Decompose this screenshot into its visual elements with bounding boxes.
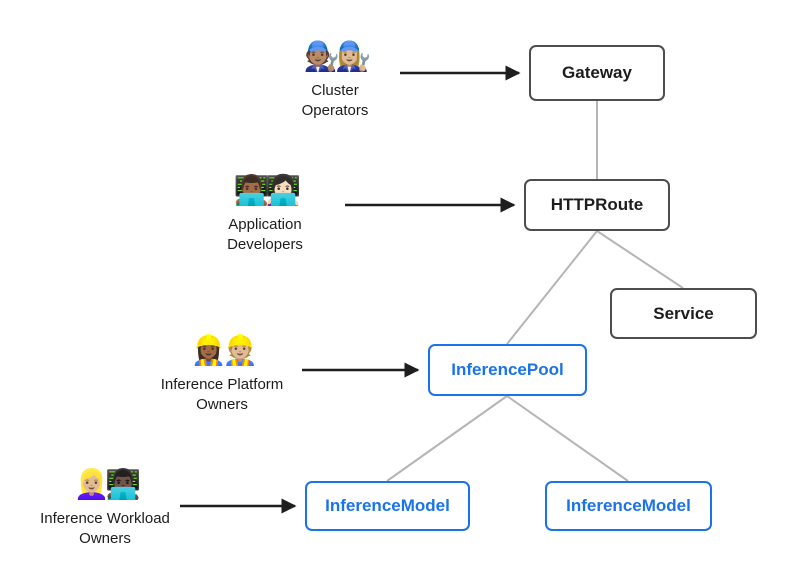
persona-inference-platform-owners: 👷🏾‍♀️👷🏼 Inference Platform Owners [152, 335, 292, 415]
application-developers-icon: 👨🏾‍💻👩🏻‍💻 [233, 175, 301, 207]
inference-workload-owners-icon: 👱🏼‍♀️👨🏿‍💻 [73, 469, 141, 501]
persona-inference-workload-owners-label: Inference Workload Owners [40, 509, 170, 548]
edge-httproute-service [596, 230, 684, 289]
edge-httproute-inferencepool [506, 230, 598, 345]
node-inferencemodel-right: InferenceModel [545, 481, 712, 531]
persona-application-developers: 👨🏾‍💻👩🏻‍💻 Application Developers [195, 175, 335, 255]
edge-inferencepool-inferencemodel-right [506, 395, 629, 482]
node-httproute: HTTPRoute [524, 179, 670, 231]
node-inferencemodel-right-label: InferenceModel [566, 496, 691, 515]
node-gateway-label: Gateway [562, 63, 632, 82]
node-service: Service [610, 288, 757, 339]
persona-cluster-operators: 🧑🏽‍🔧👩🏼‍🔧 Cluster Operators [265, 41, 405, 121]
node-httproute-label: HTTPRoute [550, 195, 644, 214]
persona-application-developers-label: Application Developers [227, 215, 303, 254]
node-inferencemodel-left-label: InferenceModel [325, 496, 450, 515]
cluster-operators-icon: 🧑🏽‍🔧👩🏼‍🔧 [303, 41, 371, 73]
inference-platform-owners-icon: 👷🏾‍♀️👷🏼 [190, 335, 258, 367]
edge-inferencepool-inferencemodel-left [386, 395, 508, 482]
node-gateway: Gateway [529, 45, 665, 101]
node-inferencemodel-left: InferenceModel [305, 481, 470, 531]
node-inferencepool-label: InferencePool [451, 360, 564, 379]
persona-inference-platform-owners-label: Inference Platform Owners [160, 375, 284, 414]
persona-cluster-operators-label: Cluster Operators [301, 81, 369, 120]
persona-inference-workload-owners: 👱🏼‍♀️👨🏿‍💻 Inference Workload Owners [35, 469, 175, 549]
node-service-label: Service [653, 303, 714, 323]
node-inferencepool: InferencePool [428, 344, 587, 396]
